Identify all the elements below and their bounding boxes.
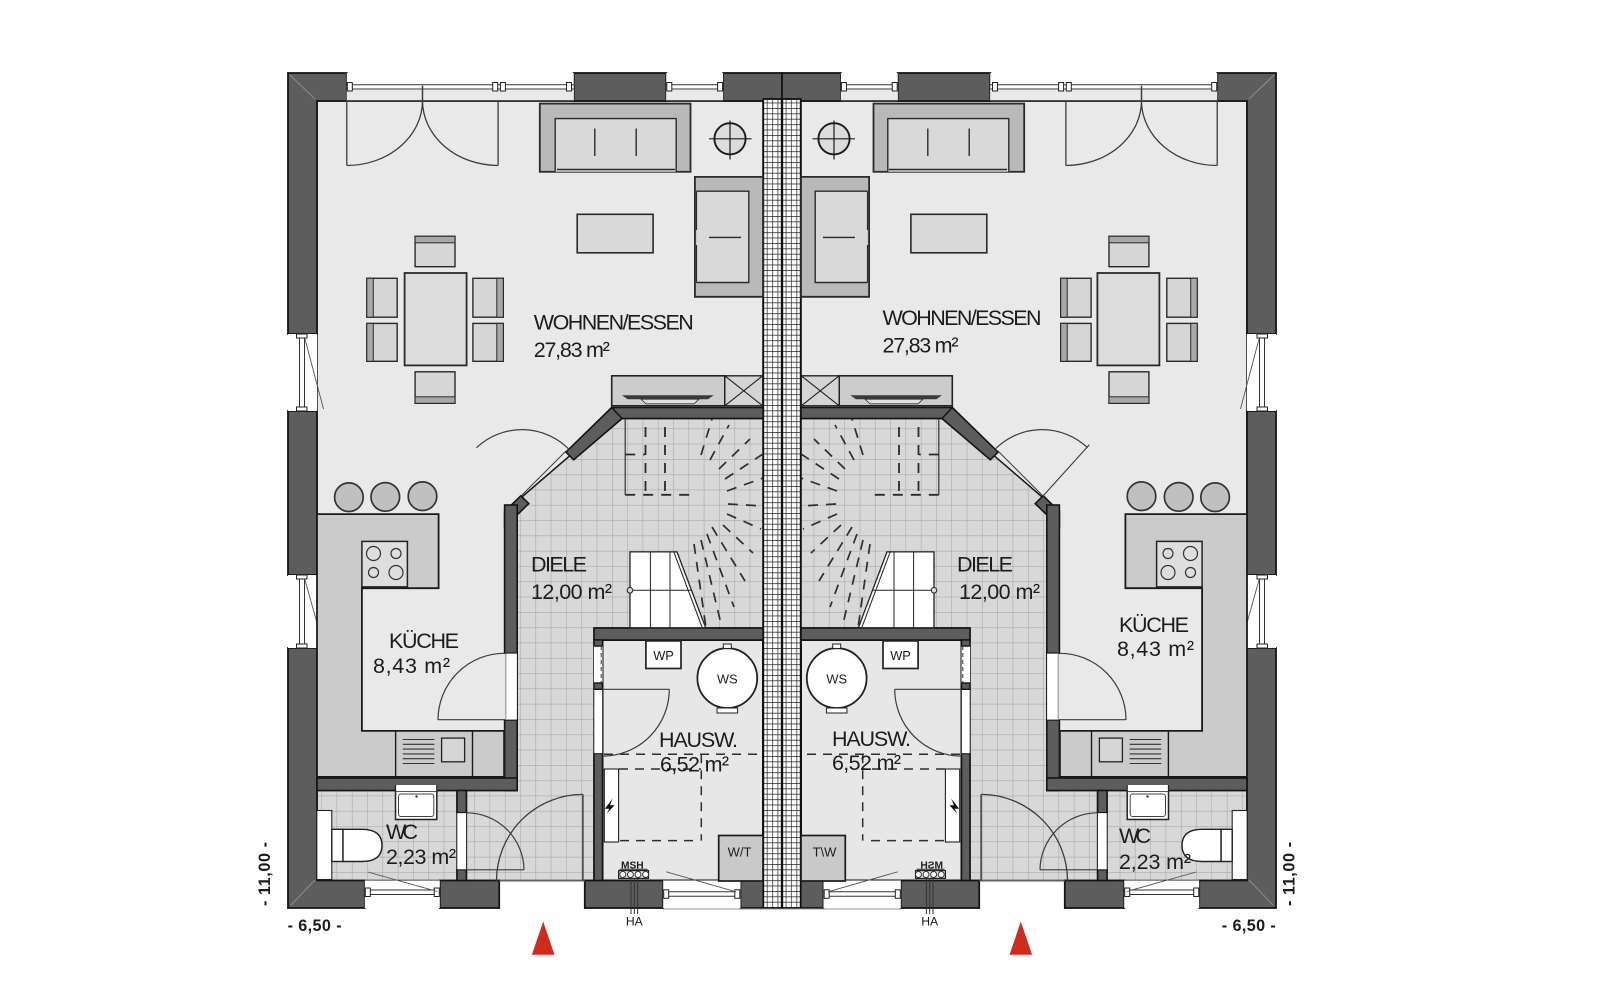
svg-text:DIELE: DIELE xyxy=(531,553,587,577)
svg-text:WS: WS xyxy=(826,671,847,686)
svg-text:WS: WS xyxy=(717,671,738,686)
svg-text:KÜCHE: KÜCHE xyxy=(1119,613,1189,637)
svg-text:6,52 m²: 6,52 m² xyxy=(660,753,729,777)
svg-text:8,43 m²: 8,43 m² xyxy=(1117,637,1194,661)
svg-text:WOHNEN/ESSEN: WOHNEN/ESSEN xyxy=(534,310,694,334)
svg-text:W/T: W/T xyxy=(728,845,752,860)
svg-text:WP: WP xyxy=(653,648,674,663)
svg-text:HAUSW.: HAUSW. xyxy=(832,727,911,751)
svg-text:- 11,00 -: - 11,00 - xyxy=(1280,842,1298,906)
svg-text:WOHNEN/ESSEN: WOHNEN/ESSEN xyxy=(883,306,1042,330)
svg-text:DIELE: DIELE xyxy=(957,553,1013,577)
svg-text:WP: WP xyxy=(890,648,911,663)
svg-text:8,43 m²: 8,43 m² xyxy=(373,654,450,678)
svg-text:- 11,00 -: - 11,00 - xyxy=(256,842,274,906)
svg-text:MSH: MSH xyxy=(621,860,644,871)
svg-text:KÜCHE: KÜCHE xyxy=(389,629,459,653)
svg-text:2,23 m²: 2,23 m² xyxy=(1119,850,1191,874)
svg-text:WC: WC xyxy=(386,820,418,844)
svg-text:HA: HA xyxy=(921,915,939,929)
svg-text:27,83 m²: 27,83 m² xyxy=(883,333,959,357)
svg-text:- 6,50 -: - 6,50 - xyxy=(1222,917,1276,935)
svg-text:WC: WC xyxy=(1119,824,1151,848)
svg-text:12,00 m²: 12,00 m² xyxy=(959,580,1040,604)
svg-text:6,52 m²: 6,52 m² xyxy=(832,751,901,775)
svg-text:HA: HA xyxy=(626,915,644,929)
svg-text:2,23 m²: 2,23 m² xyxy=(386,845,456,869)
svg-text:12,00 m²: 12,00 m² xyxy=(531,580,612,604)
svg-text:- 6,50 -: - 6,50 - xyxy=(288,917,342,935)
svg-text:27,83 m²: 27,83 m² xyxy=(534,338,610,362)
svg-text:HAUSW.: HAUSW. xyxy=(659,728,738,752)
